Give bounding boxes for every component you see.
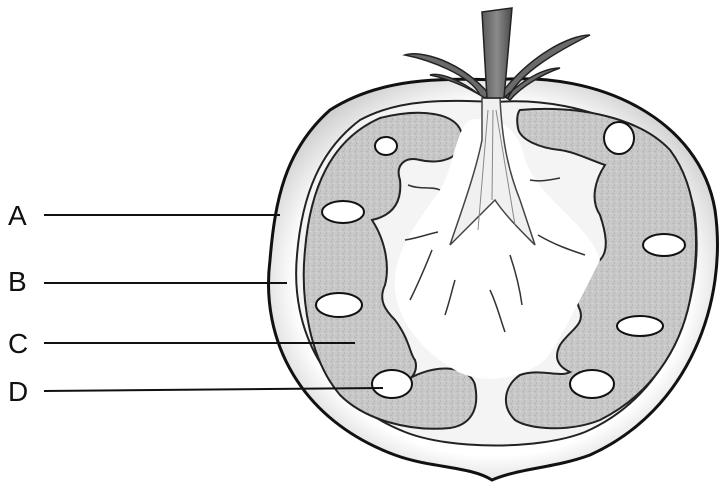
seed (617, 316, 663, 336)
seed (372, 370, 412, 398)
label-d: D (8, 378, 28, 406)
seed (604, 122, 634, 154)
seed (375, 137, 397, 155)
label-c: C (8, 330, 28, 358)
seed (316, 293, 362, 317)
seed (643, 234, 685, 256)
label-b: B (8, 268, 27, 296)
seed (322, 201, 364, 223)
seed (570, 370, 614, 398)
label-a: A (8, 202, 27, 230)
